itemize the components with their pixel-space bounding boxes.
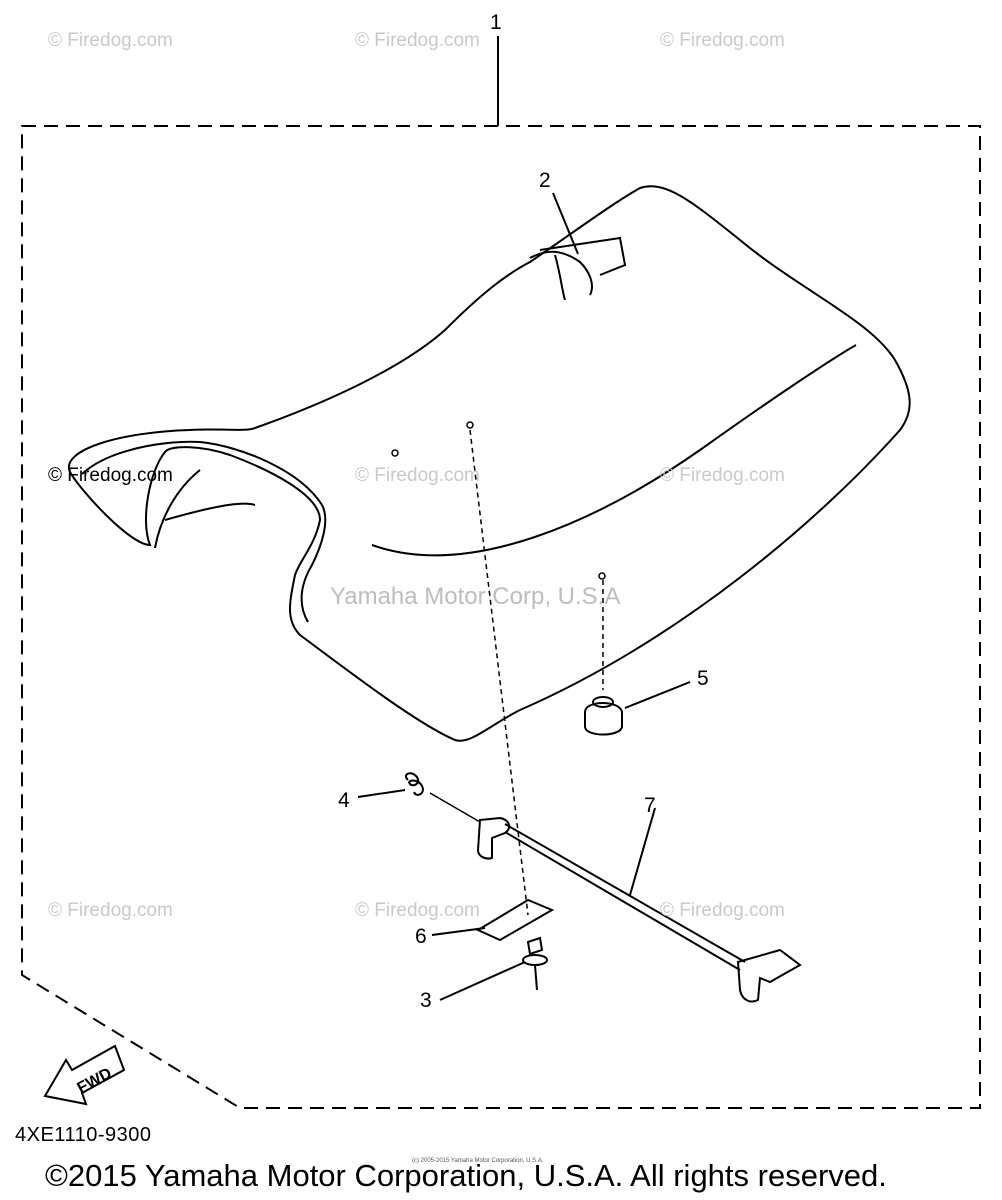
seat-outline [67,185,911,742]
watermark: © Firedog.com [355,465,480,486]
assembly-line [469,429,529,916]
plate-part-6 [475,898,555,942]
leader-5 [624,681,691,709]
leader-7 [629,807,656,896]
callout-1: 1 [490,11,502,34]
leader-6 [431,927,486,936]
watermark: © Firedog.com [48,30,173,51]
leader-3 [439,961,526,1001]
assembly-line [429,792,481,823]
damper-part-5 [584,696,623,736]
spring-part-4 [404,772,424,796]
watermark: © Firedog.com [355,30,480,51]
watermark: © Firedog.com [48,465,173,486]
seat-crease [371,344,857,557]
forward-direction-arrow: FWD [43,1044,126,1106]
callout-7: 7 [644,794,656,817]
seat-hole [391,449,399,457]
strap [529,236,627,301]
leader-2 [552,192,579,255]
diagram-part-number: 4XE1110-9300 [15,1124,152,1146]
watermark: © Firedog.com [48,900,173,921]
rivet-part-3 [522,936,548,991]
center-watermark: Yamaha Motor Corp, U.S.A [330,583,621,610]
copyright-notice: ©2015 Yamaha Motor Corporation, U.S.A. A… [45,1158,887,1193]
watermark: © Firedog.com [660,900,785,921]
watermark: © Firedog.com [660,30,785,51]
callout-3: 3 [420,989,432,1012]
seat-pocket [154,469,256,549]
watermark: © Firedog.com [660,465,785,486]
assembly-boundary [21,125,981,1109]
callout-6: 6 [415,925,427,948]
seat-rim [81,440,327,623]
callout-5: 5 [697,667,709,690]
callout-2: 2 [539,169,551,192]
callout-4: 4 [338,789,350,812]
leader-4 [357,789,406,798]
fine-print: (c) 2005-2015 Yamaha Motor Corporation, … [412,1158,544,1164]
watermark: © Firedog.com [355,900,480,921]
lock-rod-part-7 [476,816,802,1003]
seat-hole [466,421,474,429]
seat-hole [598,572,606,580]
